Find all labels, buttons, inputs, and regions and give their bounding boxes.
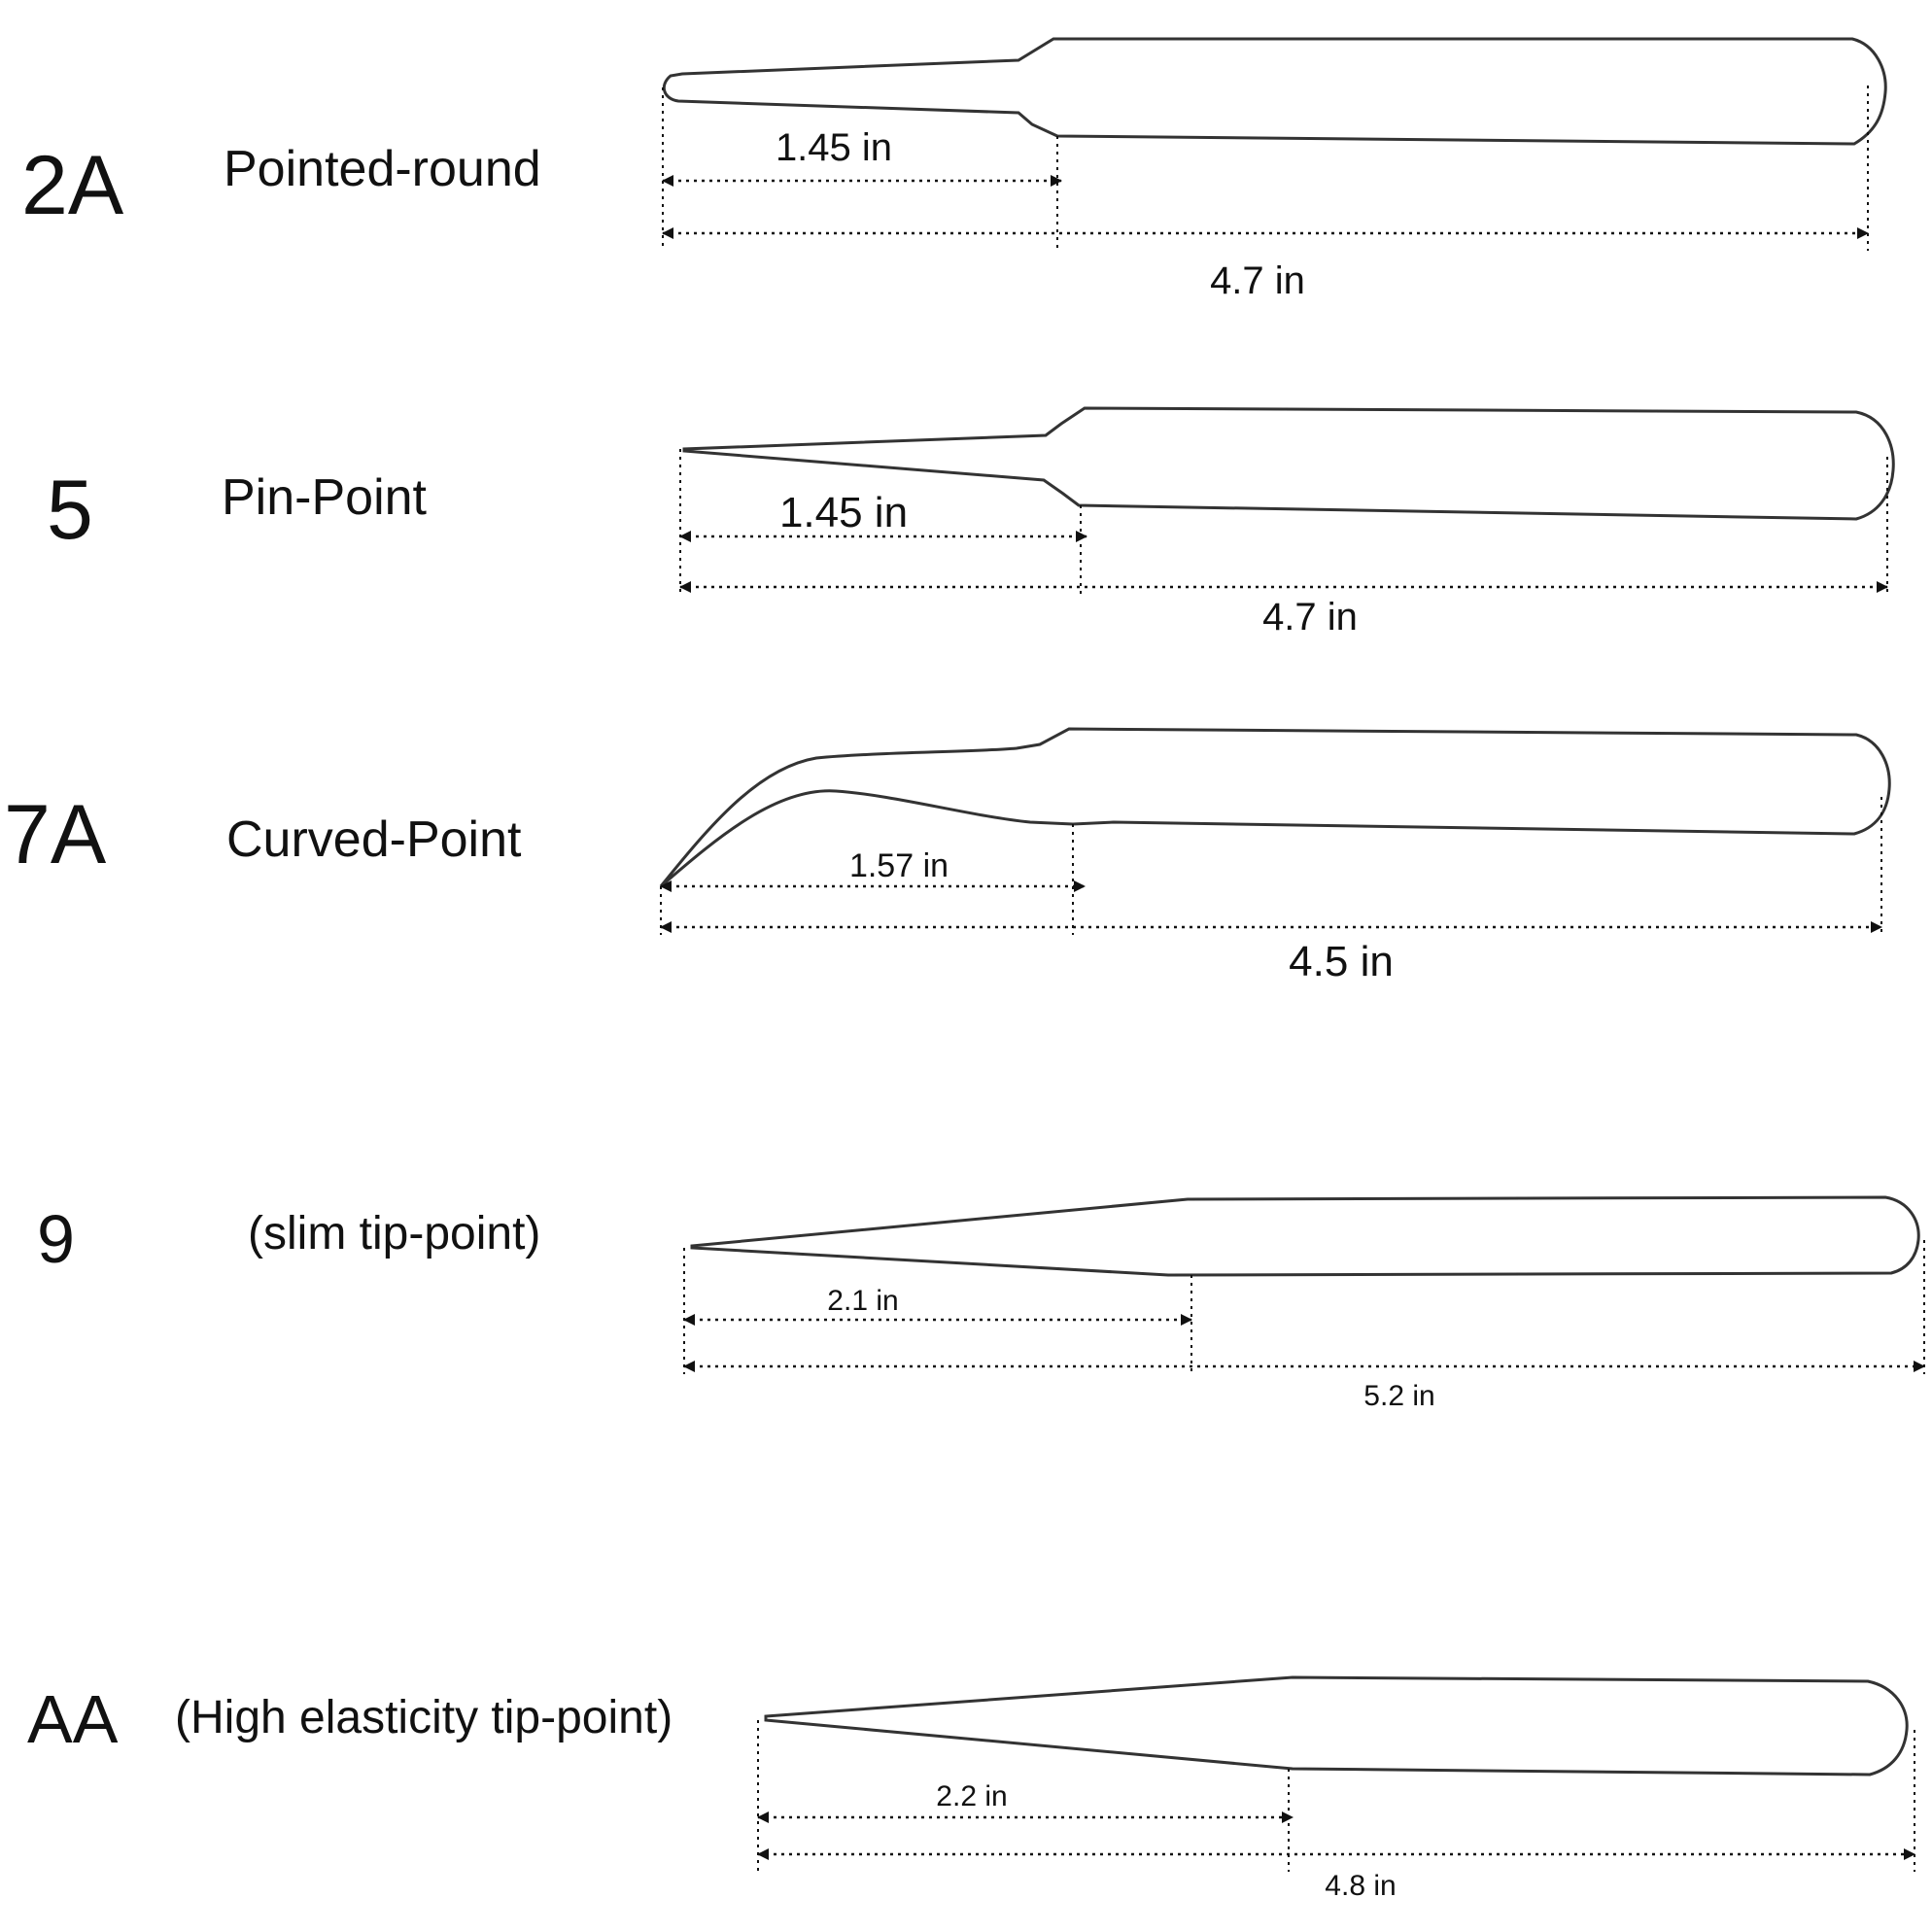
tweezer-outline-5 <box>682 406 1895 521</box>
tweezer-name-high-elasticity: (High elasticity tip-point) <box>175 1692 673 1743</box>
tweezer-5: 1.45 in 4.7 in <box>679 406 1895 638</box>
tweezer-AA: 2.2 in 4.8 in <box>757 1675 1915 1902</box>
tweezer-name-curved-point: Curved-Point <box>226 811 522 868</box>
tweezer-7A: 1.57 in 4.5 in <box>659 727 1891 985</box>
tweezer-9: 2.1 in 5.2 in <box>683 1195 1925 1412</box>
tweezer-code-AA: AA <box>27 1681 119 1757</box>
tip-length-label-9: 2.1 in <box>827 1285 898 1317</box>
tip-length-label-AA: 2.2 in <box>936 1780 1007 1812</box>
tweezer-2A: 1.45 in 4.7 in <box>662 37 1887 302</box>
total-length-label-7A: 4.5 in <box>1289 938 1394 985</box>
total-length-label-AA: 4.8 in <box>1325 1870 1396 1902</box>
tweezer-code-5: 5 <box>47 464 93 557</box>
total-length-label-2A: 4.7 in <box>1210 259 1305 302</box>
tip-length-label-5: 1.45 in <box>779 489 908 536</box>
tweezer-outline-AA <box>764 1675 1909 1777</box>
tweezer-code-9: 9 <box>37 1201 75 1277</box>
total-length-label-5: 4.7 in <box>1262 596 1358 638</box>
tweezer-name-pointed-round: Pointed-round <box>224 141 541 197</box>
tip-length-label-2A: 1.45 in <box>776 126 892 169</box>
tweezer-outline-2A <box>662 37 1887 146</box>
tweezer-outline-7A <box>659 727 1891 888</box>
tip-length-label-7A: 1.57 in <box>849 847 949 884</box>
tweezer-code-2A: 2A <box>21 139 124 232</box>
total-length-label-9: 5.2 in <box>1363 1380 1434 1412</box>
tweezer-name-pin-point: Pin-Point <box>222 469 427 526</box>
tweezer-name-slim-tip-point: (slim tip-point) <box>248 1208 541 1259</box>
tweezer-code-7A: 7A <box>4 788 107 881</box>
tweezer-outline-9 <box>690 1195 1920 1277</box>
